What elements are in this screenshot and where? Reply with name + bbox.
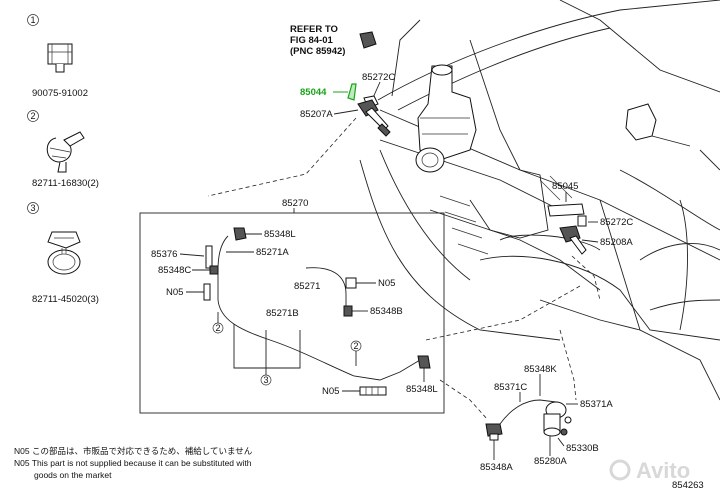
legend: 1 90075-91002 2 82711-16830(2) 3 82711-4…	[27, 14, 99, 305]
label-85348k: 85348K	[524, 364, 557, 375]
figure-number: 854263	[672, 480, 704, 491]
label-85348l-bottom: 85348L	[406, 384, 438, 395]
label-85272c-top: 85272C	[362, 72, 395, 83]
refer-line3: (PNC 85942)	[290, 46, 345, 57]
label-85348c: 85348C	[158, 265, 191, 276]
refer-line2: FIG 84-01	[290, 35, 333, 46]
cover-85044-icon	[347, 83, 357, 101]
nozzle-85207a-icon	[357, 99, 391, 137]
pump-85280a-icon	[499, 399, 572, 437]
label-85330b: 85330B	[566, 443, 599, 454]
clamp-2-icon	[46, 131, 85, 173]
label-85271a: 85271A	[256, 247, 289, 258]
label-85348l-top: 85348L	[264, 229, 296, 240]
legend-num-1: 1	[30, 15, 35, 25]
note-jp: N05 この部品は、市販品で対応できるため、補給していません	[14, 446, 253, 456]
label-85348b: 85348B	[370, 306, 403, 317]
hose-n05-bottom-icon	[359, 386, 387, 396]
washer-tank-icon	[415, 64, 477, 173]
cap-85045-icon	[547, 203, 585, 217]
legend-callout-3	[27, 202, 39, 214]
callout-2b-num: 2	[353, 341, 358, 351]
note-en-2: goods on the market	[34, 470, 112, 480]
legend-callout-2	[27, 110, 39, 122]
connector-85348l-top-icon	[233, 227, 247, 241]
callout-2-num: 2	[215, 323, 220, 333]
note-en-1: N05 This part is not supplied because it…	[14, 458, 252, 468]
vehicle-front-outline	[359, 0, 720, 401]
legend-part-2: 82711-16830(2)	[32, 178, 99, 189]
legend-num-3: 3	[30, 203, 35, 213]
legend-num-2: 2	[30, 111, 35, 121]
clip-n05-left-icon	[203, 283, 211, 301]
legend-callout-1	[27, 14, 39, 26]
clip-n05-right-icon	[345, 277, 357, 289]
grommet-85272c-right-icon	[577, 215, 587, 227]
connector-85348c-icon	[209, 265, 219, 275]
label-n05-left: N05	[166, 287, 183, 298]
label-85044: 85044	[300, 87, 327, 98]
label-85348a: 85348A	[480, 462, 513, 473]
watermark: Avito	[609, 458, 690, 483]
label-n05-bottom: N05	[322, 386, 339, 397]
label-85271: 85271	[294, 281, 320, 292]
connector-85348l-bottom-icon	[417, 355, 431, 369]
label-85208a: 85208A	[600, 237, 633, 248]
legend-part-1: 90075-91002	[32, 88, 88, 99]
label-85371a: 85371A	[580, 399, 613, 410]
label-85272c-right: 85272C	[600, 217, 633, 228]
label-85271b: 85271B	[266, 308, 299, 319]
callout-3-num: 3	[263, 375, 268, 385]
label-85207a: 85207A	[300, 109, 333, 120]
nozzle-85348a-icon	[485, 423, 503, 441]
clip-1-icon	[47, 43, 73, 73]
nozzle-85208a-icon	[559, 225, 587, 255]
label-85371c: 85371C	[494, 382, 527, 393]
legend-part-3: 82711-45020(3)	[32, 294, 99, 305]
connector-85348b-icon	[343, 305, 353, 317]
bracket-icon	[359, 31, 377, 49]
watermark-text: Avito	[636, 458, 690, 483]
label-85270: 85270	[282, 198, 308, 209]
joint-85376-icon	[205, 245, 213, 269]
label-85376: 85376	[151, 249, 177, 260]
clamp-3-icon	[47, 231, 81, 275]
label-85045: 85045	[552, 181, 578, 192]
label-n05-right: N05	[378, 278, 395, 289]
refer-line1: REFER TO	[290, 24, 338, 35]
label-85280a: 85280A	[534, 456, 567, 467]
hose-assembly-box	[139, 212, 445, 414]
